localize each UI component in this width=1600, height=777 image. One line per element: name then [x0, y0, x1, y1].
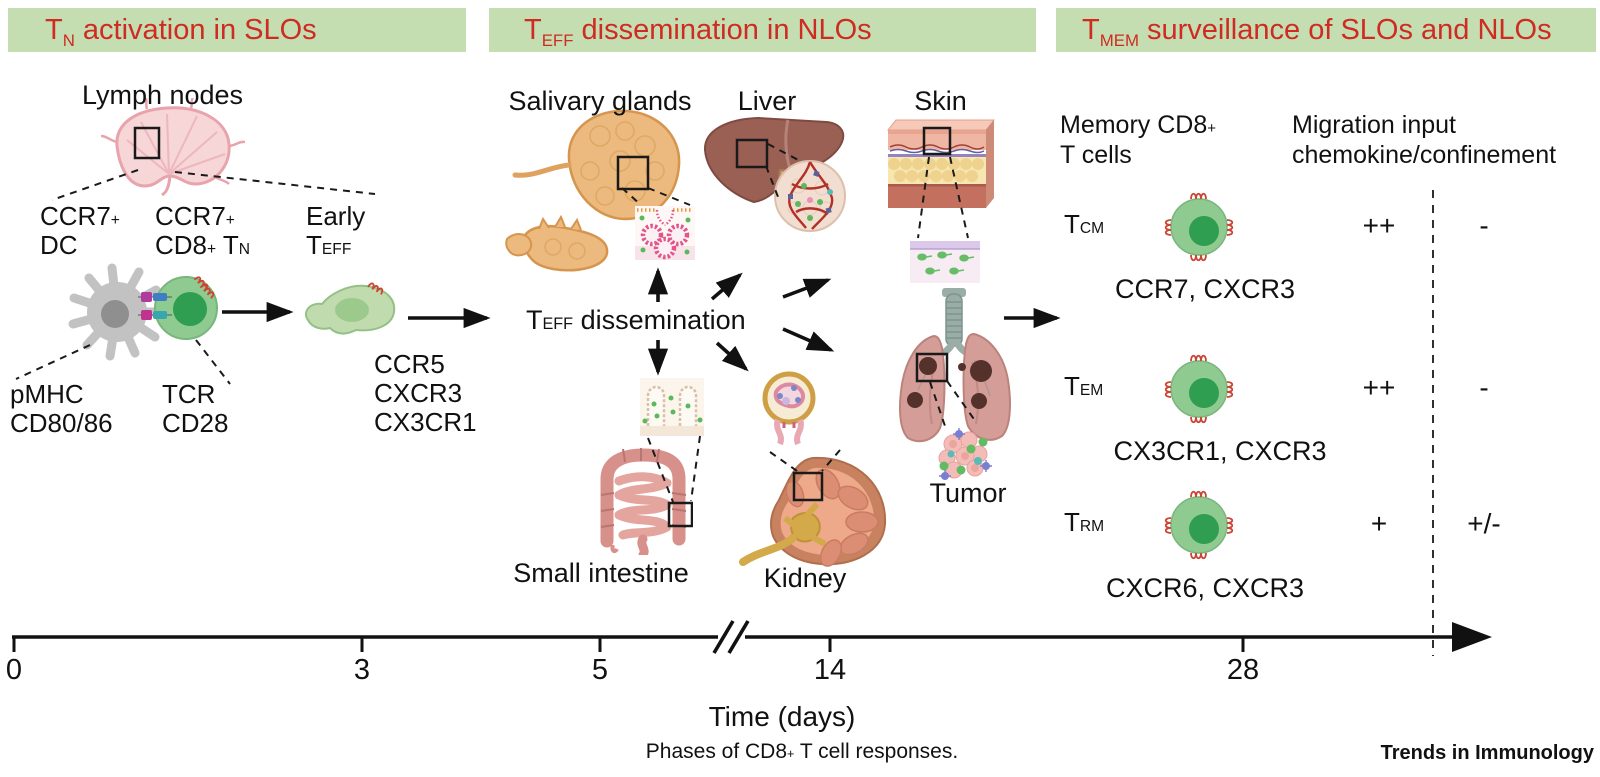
tcell-nucleus — [173, 292, 207, 326]
header-tmem-surveillance: TMEM surveillance of SLOs and NLOs — [1056, 8, 1596, 52]
tcr-molecule-icon — [153, 293, 167, 301]
time-axis-label: Time (days) — [708, 701, 856, 732]
lymph-node-icon — [100, 98, 245, 197]
early-teff-label: Early TEFF — [306, 201, 366, 261]
tcm-cell-icon — [1164, 192, 1234, 262]
kidney-zoom-box — [792, 471, 824, 502]
small-intestine-label: Small intestine — [513, 558, 689, 588]
trm-cell-icon — [1164, 490, 1234, 560]
trm-label: TRM — [1064, 507, 1105, 537]
journal-name: Trends in Immunology — [1380, 742, 1594, 764]
axis-break-slash-1 — [712, 620, 735, 654]
tcm-chemokines: CCR7, CXCR3 — [1114, 274, 1296, 304]
early-teff-cell-icon — [304, 282, 396, 335]
tcm-confinement-value: - — [1479, 210, 1489, 241]
skin-label: Skin — [914, 86, 967, 116]
lung-zoom-box — [915, 352, 949, 383]
tcr-leader — [195, 339, 231, 385]
header3-sub: MEM — [1099, 30, 1139, 50]
header1-prefix: T — [45, 14, 63, 46]
naive-tcell-icon — [154, 276, 218, 340]
skin-zoom-box — [922, 126, 952, 156]
early-teff-nucleus — [335, 298, 369, 322]
dissemination-upright-arrow-1 — [710, 272, 743, 301]
receptor-cxcr3: CXCR3 — [374, 378, 463, 409]
trm-confinement-value: +/- — [1467, 508, 1501, 539]
small-intestine-icon — [600, 448, 693, 555]
ccr7-dc-label: CCR7+ DC — [40, 201, 120, 261]
liver-zoom-box — [735, 138, 769, 169]
dissemination-label: TEFF dissemination — [526, 305, 746, 335]
receptor-ccr5: CCR5 — [374, 349, 445, 379]
ccr7-cd8-tn-label: CCR7+ CD8+ TN — [155, 201, 251, 261]
memory-cd8-title: Memory CD8+ T cells — [1060, 111, 1217, 169]
axis-break-slash-2 — [727, 620, 750, 654]
intestine-zoom-box — [667, 501, 693, 528]
lymph-nodes-label: Lymph nodes — [81, 80, 244, 110]
header3-prefix: T — [1082, 14, 1100, 46]
header2-prefix: T — [524, 14, 542, 46]
tcr-cd28-label: TCR CD28 — [162, 379, 229, 439]
tem-confinement-value: - — [1479, 372, 1489, 403]
tcm-migration-value: ++ — [1362, 210, 1396, 241]
tem-cell-icon — [1164, 354, 1234, 424]
tumor-label: Tumor — [929, 478, 1007, 508]
liver-lobule-inset-icon — [774, 160, 846, 232]
lymph-node-zoom-box — [133, 126, 161, 160]
tem-migration-value: ++ — [1362, 372, 1396, 403]
cd80-molecule-icon — [141, 310, 152, 320]
header-tn-activation: TN activation in SLOs — [8, 8, 466, 52]
header3-rest: surveillance of SLOs and NLOs — [1138, 14, 1552, 46]
figure-caption: Phases of CD8+ T cell responses. — [645, 740, 959, 763]
early-teff-receptor-list: CCR5 CXCR3 CX3CR1 — [374, 349, 477, 438]
migration-input-title: Migration input chemokine/confinement — [1292, 111, 1557, 169]
tem-chemokines: CX3CR1, CXCR3 — [1113, 436, 1327, 466]
tick-label-14: 14 — [813, 654, 847, 686]
tick-label-5: 5 — [591, 654, 609, 686]
liver-label: Liver — [737, 86, 797, 116]
header-teff-dissemination: TEFF dissemination in NLOs — [489, 8, 1036, 52]
tick-label-0: 0 — [5, 654, 23, 686]
pmhc-molecule-icon — [141, 292, 152, 302]
tick-label-28: 28 — [1226, 654, 1260, 686]
kidney-icon — [739, 456, 887, 567]
skin-inset-icon — [910, 241, 980, 283]
pmhc-cd80-label: pMHC CD80/86 — [10, 379, 113, 439]
dc-nucleus — [101, 300, 129, 328]
dissemination-downright-arrow-1 — [715, 341, 749, 372]
header1-sub: N — [62, 30, 75, 50]
trm-migration-value: + — [1370, 508, 1388, 539]
timeline-arrowhead — [1452, 622, 1492, 652]
header2-rest: dissemination in NLOs — [573, 14, 872, 46]
dissemination-upright-arrow-2 — [782, 278, 832, 299]
header2-sub: EFF — [541, 30, 574, 50]
tem-label: TEM — [1064, 371, 1104, 401]
immune-synapse-icon — [138, 292, 172, 320]
tick-label-3: 3 — [353, 654, 371, 686]
tcm-label: TCM — [1064, 209, 1105, 239]
receptor-cx3cr1: CX3CR1 — [374, 407, 477, 438]
glomerulus-inset-icon — [762, 371, 816, 446]
salivary-acinus-inset-icon — [635, 206, 695, 260]
tumor-cluster-icon — [938, 428, 992, 480]
timeline-axis — [12, 620, 1492, 654]
receptor-icon — [367, 282, 384, 295]
salivary-glands-label: Salivary glands — [508, 86, 692, 116]
kidney-label: Kidney — [763, 563, 847, 593]
dissemination-downright-arrow-2 — [782, 327, 835, 352]
intestine-villi-inset-icon — [640, 378, 704, 436]
trm-chemokines: CXCR6, CXCR3 — [1105, 573, 1305, 603]
header1-rest: activation in SLOs — [74, 14, 317, 46]
skin-icon — [886, 119, 996, 208]
cd28-molecule-icon — [153, 311, 167, 319]
ccr7-receptor-icon — [193, 276, 215, 299]
